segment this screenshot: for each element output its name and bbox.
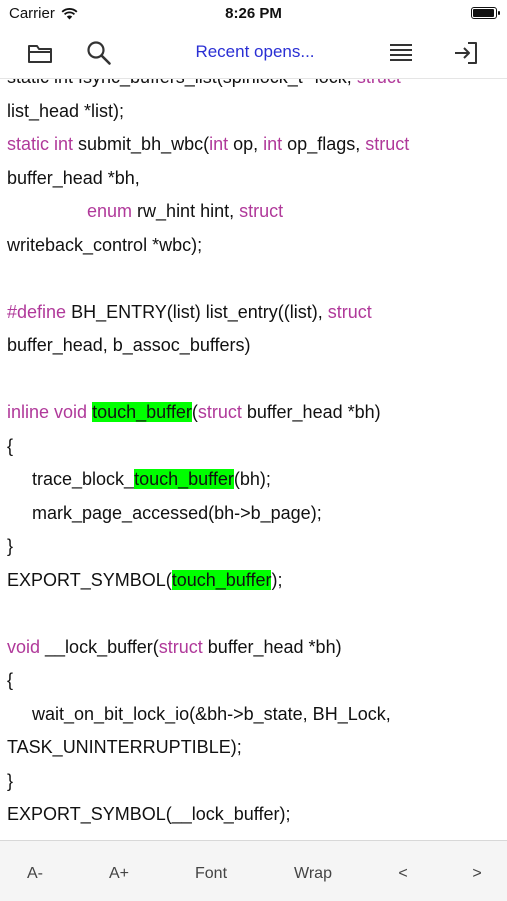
code-text: op_flags, (282, 134, 366, 154)
status-left: Carrier (9, 5, 78, 22)
code-line: inline void touch_buffer(struct buffer_h… (7, 401, 381, 423)
code-keyword: int (209, 134, 229, 154)
code-line: void __lock_buffer(struct buffer_head *b… (7, 636, 342, 658)
battery-fill (473, 9, 494, 17)
code-line: } (7, 770, 13, 792)
code-text: TASK_UNINTERRUPTIBLE); (7, 737, 242, 757)
code-line: EXPORT_SYMBOL(__lock_buffer); (7, 803, 290, 825)
status-bar: Carrier 8:26 PM (0, 0, 507, 28)
code-text: rw_hint hint, (132, 201, 240, 221)
code-keyword: struct (365, 134, 410, 154)
code-line: writeback_control *wbc); (7, 234, 202, 256)
code-text: ( (191, 402, 198, 422)
code-keyword: static int (7, 134, 74, 154)
code-view[interactable]: static int fsync_buffers_list(spinlock_t… (0, 62, 507, 840)
code-text (7, 201, 87, 221)
code-text: mark_page_accessed(bh->b_page); (7, 502, 322, 523)
code-line: static int submit_bh_wbc(int op, int op_… (7, 133, 409, 155)
code-text: list_head *list); (7, 100, 125, 121)
outline-button[interactable] (386, 38, 416, 68)
code-keyword: #define (7, 301, 67, 322)
code-keyword: inline void (7, 402, 88, 422)
search-highlight: touch_buffer (134, 469, 234, 489)
increase-font-button[interactable]: A+ (108, 865, 130, 882)
code-line: list_head *list); (7, 100, 124, 122)
carrier-label: Carrier (9, 5, 55, 22)
folder-icon (28, 45, 52, 63)
search-highlight: touch_buffer (171, 569, 272, 590)
code-text: op, (228, 134, 264, 154)
code-keyword: struct (239, 201, 284, 221)
code-line: buffer_head *bh, (7, 167, 140, 189)
font-button[interactable]: Font (194, 865, 228, 882)
status-time: 8:26 PM (225, 5, 282, 22)
previous-button[interactable]: < (398, 865, 408, 882)
wrap-button[interactable]: Wrap (294, 865, 332, 882)
code-text: } (7, 770, 14, 791)
code-line: TASK_UNINTERRUPTIBLE); (7, 736, 242, 758)
search-highlight: touch_buffer (92, 402, 192, 422)
recent-opens-button[interactable]: Recent opens... (195, 42, 315, 61)
code-text: { (7, 435, 14, 456)
code-line: EXPORT_SYMBOL(touch_buffer); (7, 569, 282, 591)
code-text: ); (271, 569, 283, 590)
code-line: { (7, 435, 13, 457)
code-text: trace_block_ (7, 469, 135, 489)
search-icon (87, 41, 111, 65)
decrease-font-button[interactable]: A- (27, 865, 43, 882)
code-keyword: enum (87, 201, 133, 221)
bottom-toolbar: A- A+ Font Wrap < > (0, 840, 507, 901)
folder-button[interactable] (25, 38, 55, 68)
code-line: #define BH_ENTRY(list) list_entry((list)… (7, 301, 372, 323)
exit-button[interactable] (451, 38, 481, 68)
code-text: buffer_head *bh) (241, 402, 381, 422)
code-text: buffer_head *bh, (7, 167, 140, 188)
code-line: mark_page_accessed(bh->b_page); (7, 502, 322, 524)
code-line: { (7, 669, 13, 691)
code-text: { (7, 670, 14, 690)
code-keyword: struct (158, 636, 203, 657)
code-text: BH_ENTRY(list) list_entry((list), (66, 301, 328, 322)
code-line: trace_block_touch_buffer(bh); (7, 468, 271, 490)
code-text: submit_bh_wbc( (73, 134, 210, 154)
code-text: (bh); (233, 469, 271, 489)
code-text: } (7, 536, 14, 556)
code-text: buffer_head, b_assoc_buffers) (7, 335, 251, 355)
code-keyword: void (7, 636, 41, 657)
code-text: buffer_head *bh) (202, 636, 342, 657)
code-text: EXPORT_SYMBOL(__lock_buffer); (7, 804, 291, 824)
code-text: wait_on_bit_lock_io(&bh->b_state, BH_Loc… (7, 703, 391, 724)
toolbar: Recent opens... (0, 28, 507, 79)
battery-icon (471, 7, 500, 19)
list-icon (390, 44, 412, 61)
code-keyword: struct (197, 402, 242, 422)
code-line: enum rw_hint hint, struct (7, 200, 283, 222)
code-text: __lock_buffer( (40, 636, 159, 657)
code-text: EXPORT_SYMBOL( (7, 569, 172, 590)
code-text: writeback_control *wbc); (7, 234, 203, 255)
code-line: wait_on_bit_lock_io(&bh->b_state, BH_Loc… (7, 703, 391, 725)
wifi-icon (61, 7, 78, 19)
next-button[interactable]: > (472, 865, 482, 882)
code-line: buffer_head, b_assoc_buffers) (7, 334, 251, 356)
code-line: } (7, 535, 13, 557)
search-button[interactable] (84, 38, 114, 68)
code-keyword: struct (327, 301, 372, 322)
sign-in-icon (455, 42, 477, 64)
code-keyword: int (263, 134, 283, 154)
